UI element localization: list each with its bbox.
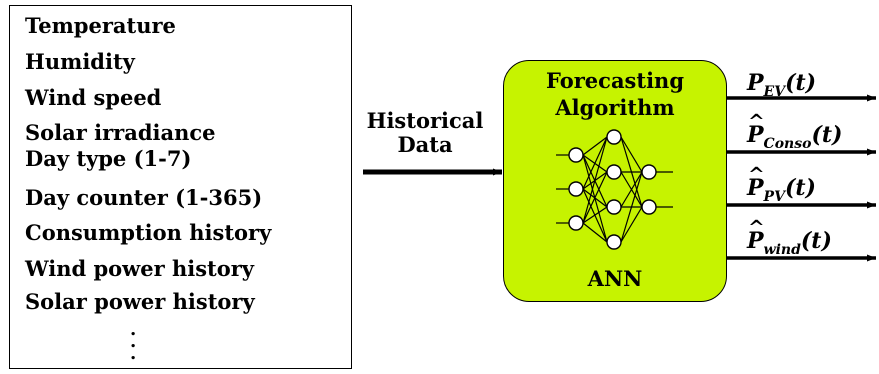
ann-forecasting-box: Forecasting Algorithm ANN [503,60,727,302]
output-label-wind: ^Pwind(t) [747,215,832,258]
nn-neuron-2-1 [641,199,657,215]
input-wind-speed: Wind speed [25,85,162,110]
nn-connection-0-2-3 [582,222,608,243]
nn-connection-0-2-0 [582,136,608,224]
nn-neuron-1-2 [606,199,622,215]
nn-neuron-2-0 [641,164,657,180]
output-label-pv: ^PPV(t) [747,162,816,205]
forecasting-title: Forecasting [545,68,685,93]
output-label-ev: PEV(t) [747,70,817,100]
data-label: Data [397,132,453,157]
nn-connection-0-2-1 [582,171,608,224]
nn-connection-0-0-0 [582,136,608,156]
nn-connection-0-1-0 [582,136,608,190]
nn-neuron-1-1 [606,164,622,180]
nn-neuron-1-0 [606,129,622,145]
output-label-conso: ^PConso(t) [747,109,843,152]
nn-connection-1-3-0 [620,171,643,243]
input-day-counter: Day counter (1-365) [25,185,263,210]
input-day-type: Day type (1-7) [25,146,192,171]
nn-neuron-1-3 [606,234,622,250]
nn-connection-1-2-0 [620,171,643,208]
input-solar-power-history: Solar power history [25,289,255,314]
input-humidity: Humidity [25,49,135,74]
ann-label: ANN [587,266,643,291]
input-features-box: Temperature Humidity Wind speed Solar ir… [9,5,352,369]
continuation-dots: ... [130,319,137,364]
nn-neuron-0-2 [568,215,584,231]
nn-connection-1-0-0 [620,136,643,173]
nn-connection-1-3-1 [620,206,643,243]
algorithm-title: Algorithm [555,95,675,120]
nn-neuron-0-0 [568,147,584,163]
nn-neuron-0-1 [568,181,584,197]
historical-label: Historical [366,108,484,133]
input-solar-irradiance: Solar irradiance [25,120,216,145]
nn-connection-0-2-2 [582,206,608,224]
input-consumption-history: Consumption history [25,220,272,245]
input-temperature: Temperature [25,13,176,38]
input-wind-power-history: Wind power history [25,256,255,281]
